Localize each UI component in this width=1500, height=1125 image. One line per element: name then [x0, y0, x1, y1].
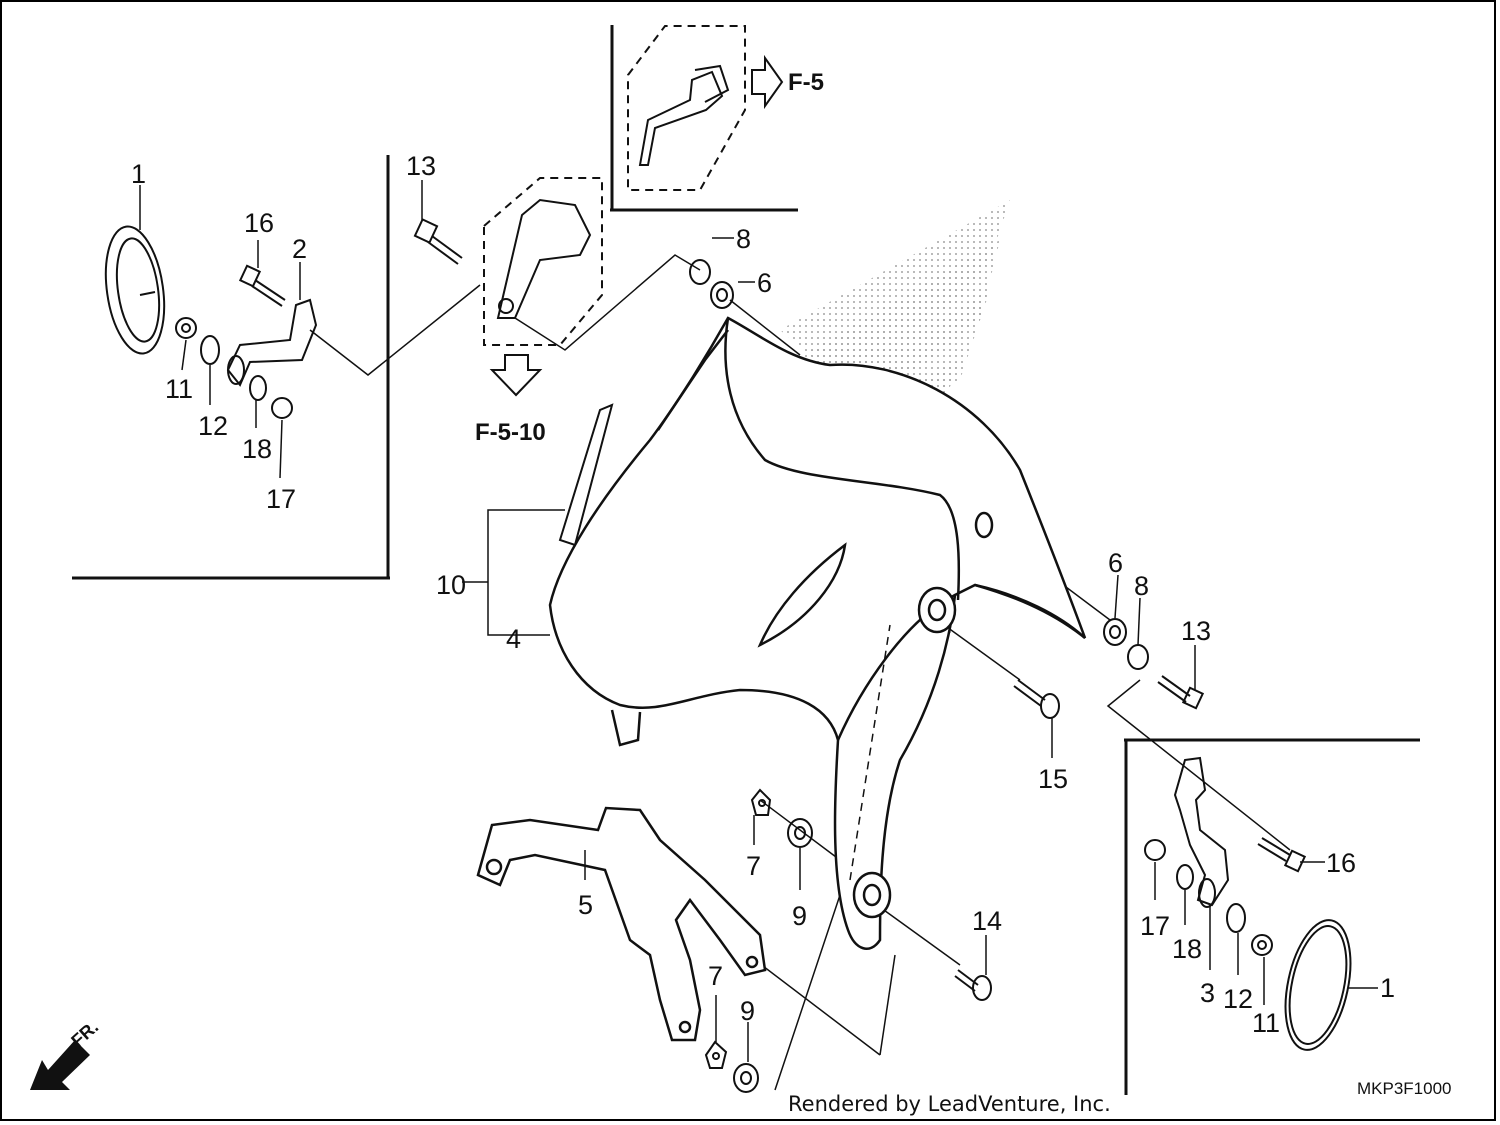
callout-16-left: 16 [244, 208, 274, 238]
fender-stay-5 [476, 806, 767, 1042]
callout-ticks [139, 180, 1378, 1062]
callout-7-upper: 7 [746, 851, 761, 881]
callout-17-left: 17 [266, 484, 296, 514]
inset-left-box [72, 155, 390, 580]
front-direction-arrow: FR. [30, 1017, 102, 1090]
reflector-strip-10 [558, 403, 614, 547]
inset-right-box [1124, 738, 1420, 1095]
bolt-13-right [1157, 675, 1205, 710]
ref-arrow-down [489, 354, 543, 397]
bolt-14 [954, 969, 992, 1001]
diagram-code: MKP3F1000 [1357, 1079, 1452, 1098]
callout-5: 5 [578, 890, 593, 920]
callout-9-upper: 9 [792, 901, 807, 931]
washer-8-top [689, 259, 711, 285]
nut-17-left [271, 397, 293, 419]
washer-18-left [249, 375, 267, 401]
reflector-right [1284, 919, 1352, 1051]
nut-9-upper [787, 818, 813, 848]
callout-11-right: 11 [1252, 1008, 1280, 1038]
callout-7-lower: 7 [708, 961, 723, 991]
washer-12-left [200, 335, 220, 365]
bolt-16-left [238, 264, 286, 307]
callout-17-right: 17 [1140, 911, 1170, 941]
callout-11-left: 11 [165, 374, 193, 404]
callout-8-top: 8 [736, 224, 751, 254]
callout-bracket-10-4 [462, 509, 565, 636]
bracket-3 [1173, 756, 1230, 908]
nut-9-lower [733, 1063, 759, 1093]
callout-13-top: 13 [406, 151, 436, 181]
callout-8-right: 8 [1134, 571, 1149, 601]
callout-16-right: 16 [1326, 848, 1356, 878]
bolt-15 [1013, 679, 1060, 719]
ref-label-top: F-5 [788, 69, 824, 96]
leader-lines [309, 254, 1291, 1091]
bolt-13-top [413, 218, 463, 265]
callout-2: 2 [292, 234, 307, 264]
callout-9-lower: 9 [740, 996, 755, 1026]
front-fender [548, 316, 1087, 950]
grommet-6-right [1103, 618, 1127, 646]
grommet-6-top [710, 281, 734, 309]
callout-1-left: 1 [131, 159, 146, 189]
bracket-2 [226, 298, 318, 387]
bolt-16-right [1257, 837, 1307, 873]
callout-6-right: 6 [1108, 548, 1123, 578]
ref-arrow-right [751, 54, 784, 110]
callout-13-right: 13 [1181, 616, 1211, 646]
callout-10: 10 [436, 570, 466, 600]
clip-7-lower [704, 1040, 728, 1069]
callout-18-right: 18 [1172, 934, 1202, 964]
washer-8-right [1127, 644, 1149, 670]
callout-4: 4 [506, 624, 521, 654]
washer-18-right [1176, 864, 1194, 890]
callout-18-left: 18 [242, 434, 272, 464]
callout-12-right: 12 [1223, 984, 1253, 1014]
callout-14: 14 [972, 906, 1002, 936]
washer-12-right [1226, 903, 1246, 933]
callout-3: 3 [1200, 978, 1215, 1008]
nut-17-right [1144, 839, 1166, 861]
detail-bracket-mid [483, 177, 603, 346]
nut-11-left [175, 317, 197, 339]
callout-15: 15 [1038, 764, 1068, 794]
callout-6-top: 6 [757, 268, 772, 298]
callout-labels: 1 2 13 16 11 12 18 17 8 6 10 4 5 7 9 7 9… [131, 151, 1395, 1038]
nut-11-right [1251, 934, 1273, 956]
reflector-left [104, 225, 166, 355]
detail-bracket-top [627, 25, 746, 191]
ref-label-mid: F-5-10 [475, 419, 546, 446]
inset-top-box [610, 25, 798, 212]
callout-12-left: 12 [198, 411, 228, 441]
callout-1-right: 1 [1380, 973, 1395, 1003]
clip-7-upper [750, 788, 772, 816]
credit-text: Rendered by LeadVenture, Inc. [788, 1092, 1111, 1116]
